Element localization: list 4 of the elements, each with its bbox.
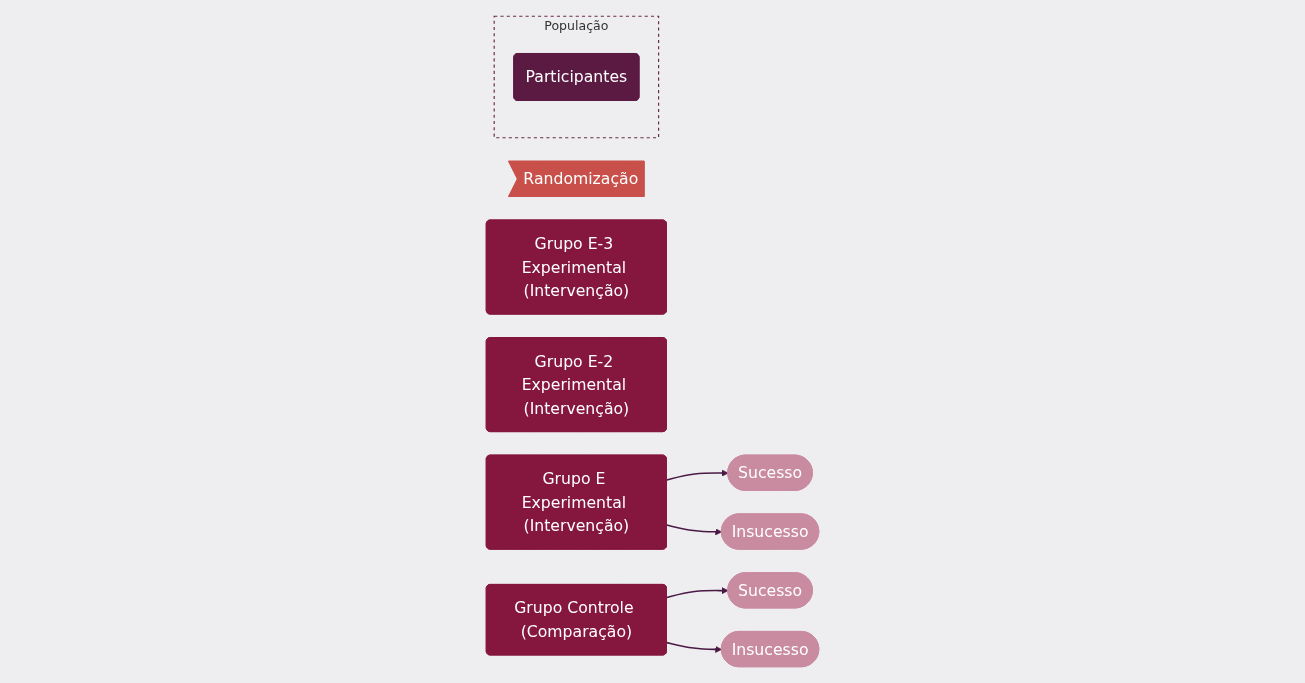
arrow (666, 641, 723, 653)
arrow (666, 469, 729, 481)
arrow (666, 524, 723, 536)
arrow (666, 587, 729, 599)
